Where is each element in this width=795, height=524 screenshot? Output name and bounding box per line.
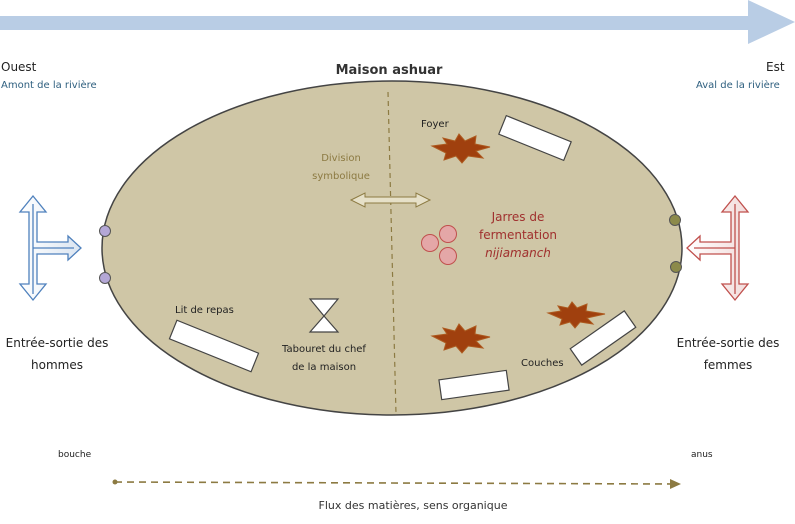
women-entry-label: Entrée-sortie des femmes bbox=[670, 332, 786, 376]
tabouret-label-line: Tabouret du chef bbox=[282, 344, 366, 355]
division-double-arrow bbox=[349, 192, 432, 208]
foyer-bed bbox=[498, 114, 572, 162]
couche-bed bbox=[569, 310, 637, 366]
west-sublabel: Amont de la rivière bbox=[1, 80, 97, 91]
jarres-label-line: nijiamanch bbox=[485, 246, 551, 260]
lit-label: Lit de repas bbox=[175, 305, 234, 316]
fire-icon bbox=[430, 133, 491, 164]
foyer-label: Foyer bbox=[421, 119, 449, 130]
bouche-label: bouche bbox=[58, 450, 92, 460]
flux-arrow bbox=[114, 481, 673, 485]
women-entry-dot bbox=[669, 214, 681, 226]
jarres-label-line: fermentation bbox=[478, 228, 558, 242]
flux-arrow-tail bbox=[112, 479, 118, 485]
division-label-line: symbolique bbox=[312, 171, 370, 182]
men-entry-dot bbox=[99, 225, 111, 237]
women-entry-label-line: Entrée-sortie des bbox=[676, 336, 780, 350]
stool-icon bbox=[308, 298, 340, 333]
east-label: Est bbox=[766, 60, 785, 74]
jarres-label-line: Jarres de bbox=[491, 210, 545, 224]
women-entry-label-line: femmes bbox=[703, 358, 753, 372]
top-direction-arrow bbox=[0, 0, 795, 44]
fire-icon bbox=[546, 301, 606, 329]
east-sublabel: Aval de la rivière bbox=[696, 80, 780, 91]
jar-icon bbox=[439, 225, 457, 243]
tabouret-label: Tabouret du chef de la maison bbox=[272, 341, 376, 377]
anus-label: anus bbox=[691, 450, 713, 460]
tabouret-label-line: de la maison bbox=[291, 362, 357, 373]
men-entry-dot bbox=[99, 272, 111, 284]
jarres-label: Jarres de fermentation nijiamanch bbox=[462, 208, 574, 262]
jar-icon bbox=[421, 234, 439, 252]
men-entry-label-line: hommes bbox=[31, 358, 83, 372]
flux-arrow-head bbox=[670, 479, 681, 489]
lit-de-repas bbox=[168, 319, 260, 373]
fire-icon bbox=[430, 323, 491, 354]
west-label: Ouest bbox=[1, 60, 37, 74]
men-entry-label: Entrée-sortie des hommes bbox=[0, 332, 114, 376]
men-entry-label-line: Entrée-sortie des bbox=[5, 336, 109, 350]
house-title: Maison ashuar bbox=[335, 63, 443, 78]
women-entry-dot bbox=[670, 261, 682, 273]
division-label: Division symbolique bbox=[291, 150, 391, 186]
jar-icon bbox=[439, 247, 457, 265]
flux-label: Flux des matières, sens organique bbox=[318, 499, 508, 512]
couches-label: Couches bbox=[521, 358, 564, 369]
couche-bed bbox=[438, 369, 510, 401]
division-label-line: Division bbox=[321, 153, 361, 164]
